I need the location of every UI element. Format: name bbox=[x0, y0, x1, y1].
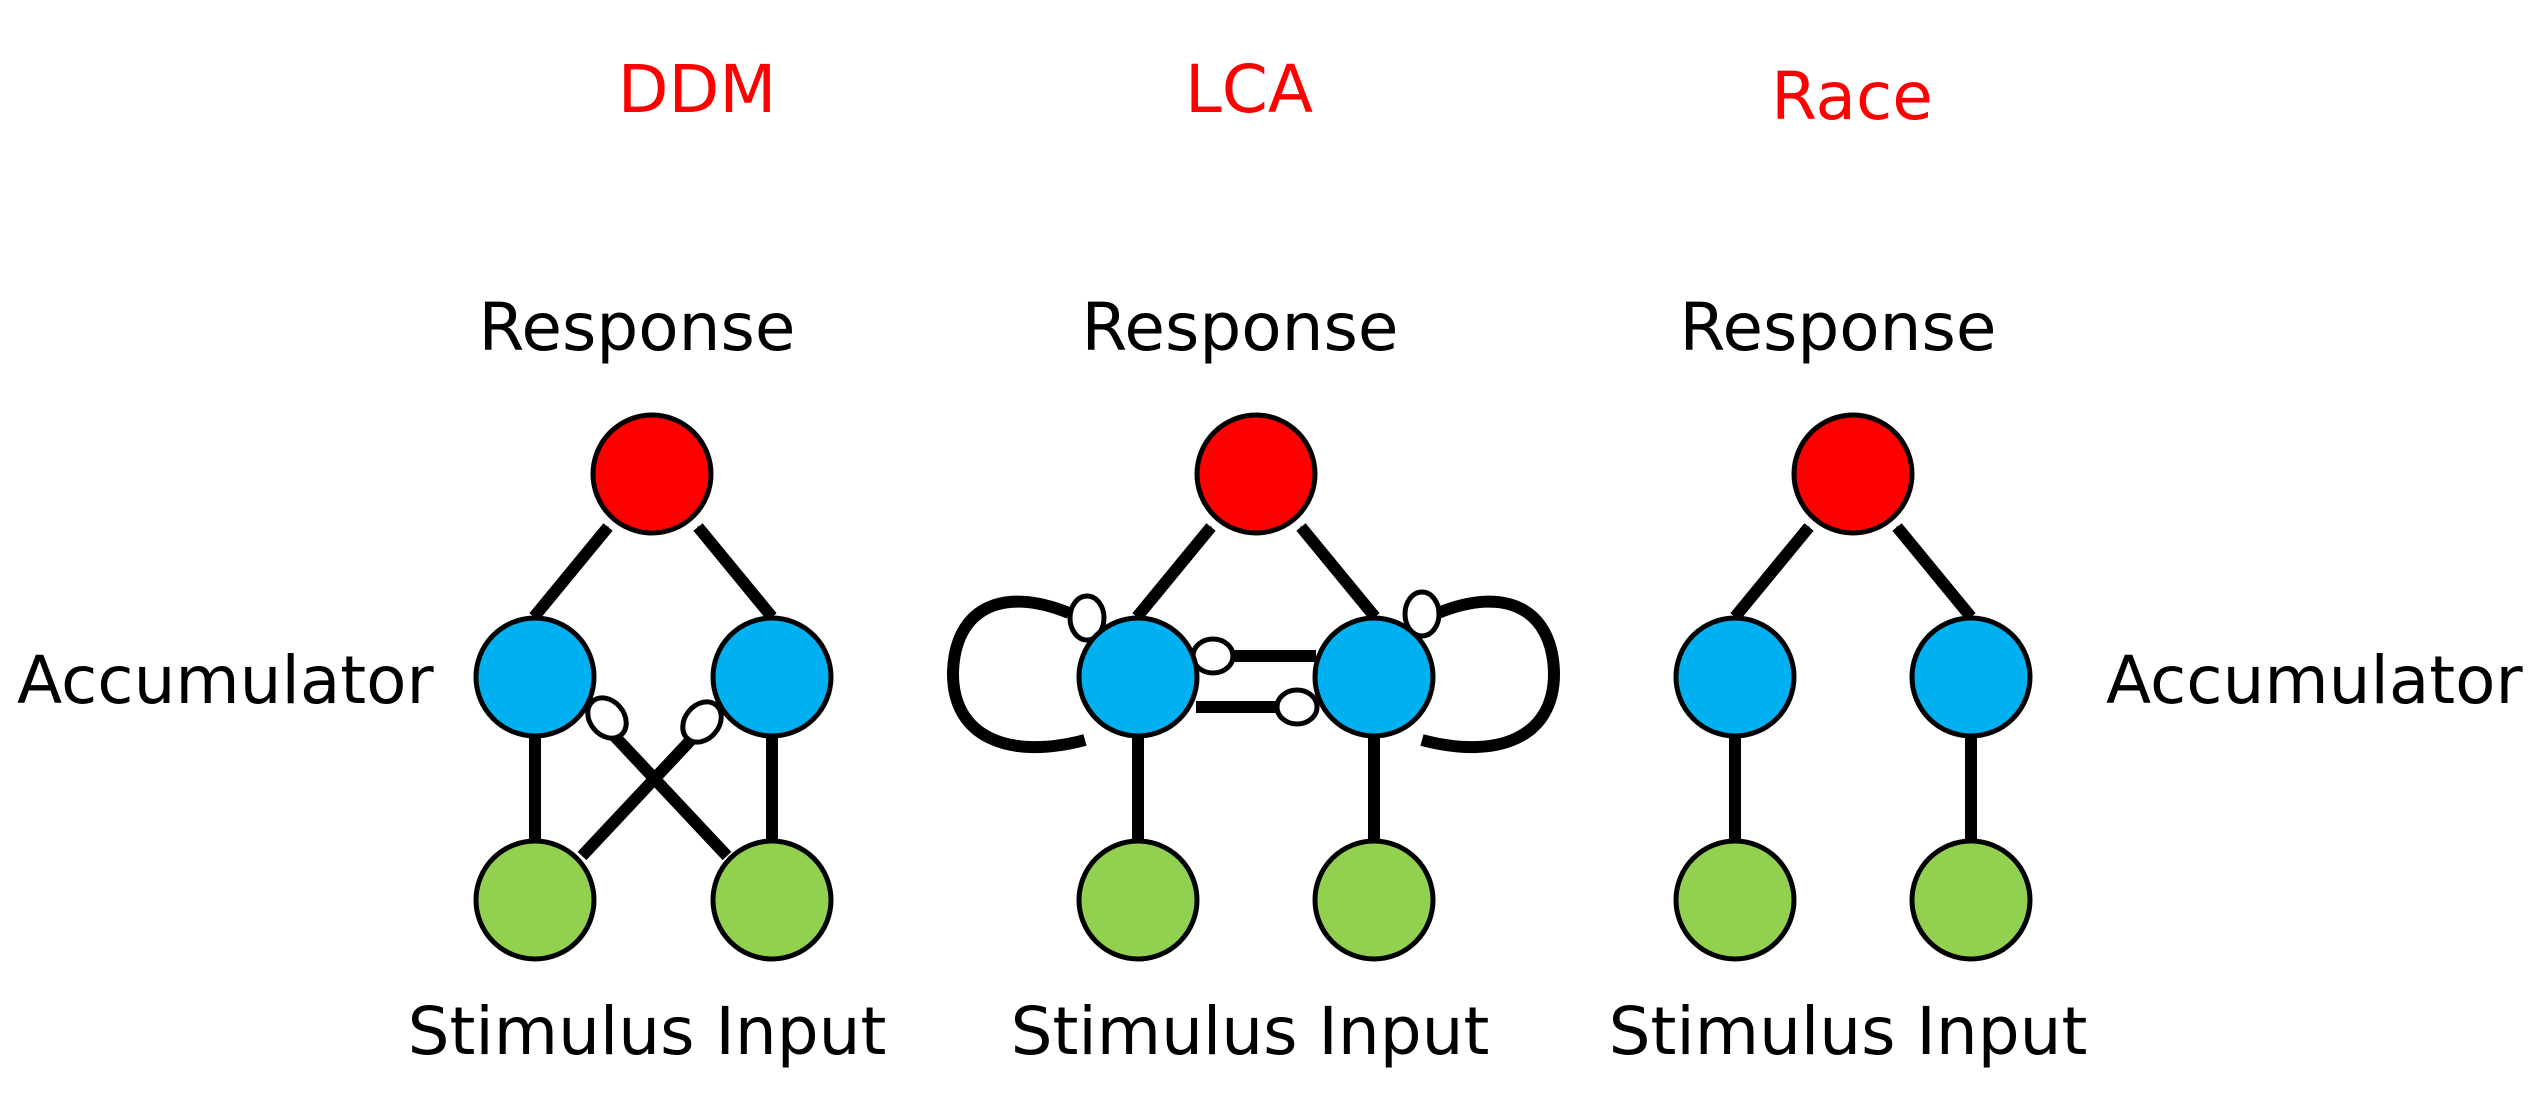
race-input-node-left bbox=[1673, 838, 1797, 962]
ddm-inhibit-left-input-to-right-acc bbox=[577, 722, 708, 861]
lca-mutual-inhibit-bottom-terminal bbox=[1274, 687, 1320, 727]
race-response-node bbox=[1791, 412, 1915, 536]
ddm-inhibit-terminal-left bbox=[585, 695, 629, 741]
ddm-inhibit-terminal-right bbox=[680, 699, 724, 745]
race-edge-left-acc-to-response bbox=[1730, 523, 1814, 621]
accumulator-label-left: Accumulator bbox=[17, 642, 434, 719]
ddm-edge-right-acc-to-response bbox=[693, 523, 777, 621]
lca-edge-left-acc-to-response bbox=[1132, 523, 1216, 621]
ddm-accumulator-node-left bbox=[473, 615, 597, 739]
panel-title-ddm: DDM bbox=[617, 51, 777, 128]
ddm-response-node bbox=[590, 412, 714, 536]
input-label-ddm: Stimulus Input bbox=[407, 993, 887, 1070]
lca-accumulator-node-right bbox=[1312, 615, 1436, 739]
ddm-input-node-right bbox=[710, 838, 834, 962]
ddm-inhibit-right-input-to-left-acc bbox=[601, 722, 732, 861]
panel-title-race: Race bbox=[1771, 58, 1933, 135]
race-edge-right-acc-to-response bbox=[1892, 523, 1976, 621]
lca-self-loop-right bbox=[1420, 595, 1561, 754]
lca-mutual-inhibit-top-terminal bbox=[1190, 636, 1236, 676]
race-diagram bbox=[1673, 412, 2033, 962]
panel-title-lca: LCA bbox=[1184, 51, 1314, 128]
lca-edge-right-acc-to-response bbox=[1296, 523, 1380, 621]
ddm-edge-left-acc-to-response bbox=[529, 523, 613, 621]
lca-accumulator-node-left bbox=[1076, 615, 1200, 739]
input-label-lca: Stimulus Input bbox=[1010, 993, 1490, 1070]
lca-input-node-left bbox=[1076, 838, 1200, 962]
lca-self-loop-left-terminal bbox=[1067, 593, 1107, 643]
lca-input-node-right bbox=[1312, 838, 1436, 962]
input-label-race: Stimulus Input bbox=[1608, 993, 2088, 1070]
race-accumulator-node-right bbox=[1909, 615, 2033, 739]
response-label-ddm: Response bbox=[478, 289, 796, 366]
race-input-node-right bbox=[1909, 838, 2033, 962]
response-label-race: Response bbox=[1679, 289, 1997, 366]
ddm-accumulator-node-right bbox=[710, 615, 834, 739]
lca-self-loop-left bbox=[946, 595, 1087, 754]
response-label-lca: Response bbox=[1081, 289, 1399, 366]
lca-response-node bbox=[1194, 412, 1318, 536]
lca-diagram bbox=[946, 412, 1561, 962]
ddm-input-node-left bbox=[473, 838, 597, 962]
accumulator-label-right: Accumulator bbox=[2106, 642, 2523, 719]
lca-self-loop-right-terminal bbox=[1402, 589, 1442, 639]
race-accumulator-node-left bbox=[1673, 615, 1797, 739]
ddm-diagram bbox=[473, 412, 834, 962]
